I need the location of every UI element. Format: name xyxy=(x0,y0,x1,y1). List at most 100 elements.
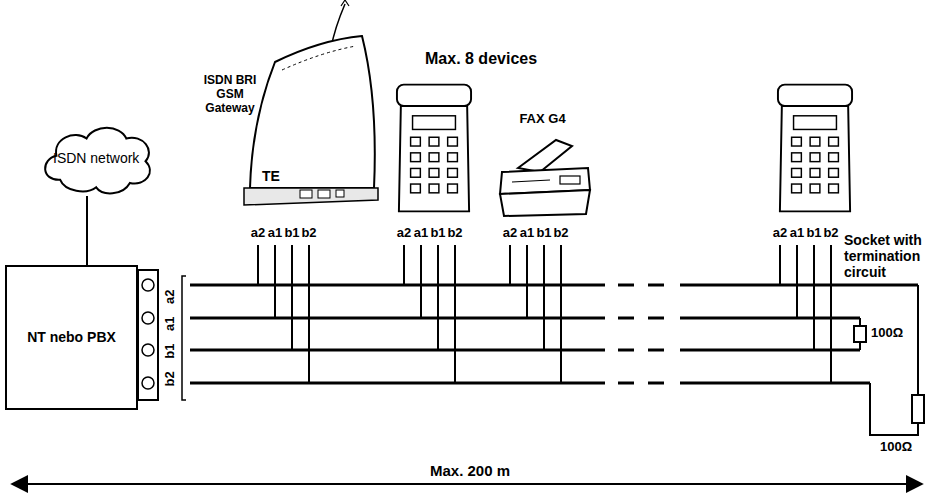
termination-circuit xyxy=(870,383,918,435)
device-wire xyxy=(454,245,456,383)
fax-machine: FAX G4 xyxy=(490,112,595,217)
gateway-drawing xyxy=(282,46,356,70)
pin-name: b2 xyxy=(447,226,462,241)
nt-pbx-box: NT nebo PBX xyxy=(5,265,138,410)
device-wire xyxy=(509,245,511,285)
s0-bus xyxy=(618,349,634,352)
device-wire xyxy=(779,245,781,285)
device-wire xyxy=(526,245,528,318)
fax-drawing xyxy=(560,176,580,184)
terminal-block xyxy=(142,344,154,356)
s0-bus xyxy=(190,317,605,320)
termination-circuit xyxy=(912,395,924,423)
length-dimension xyxy=(12,483,922,485)
device-wire xyxy=(291,245,293,350)
s0-bus xyxy=(190,349,605,352)
fax-drawing xyxy=(500,140,590,216)
device-wire xyxy=(274,245,276,318)
s0-bus xyxy=(618,317,634,320)
s0-bus xyxy=(648,317,664,320)
gateway-drawing xyxy=(341,0,349,6)
device-wire xyxy=(403,245,405,285)
device-wire xyxy=(420,245,422,318)
pin-name: a2 xyxy=(251,226,265,241)
s0-bus xyxy=(680,382,870,385)
node-title: NT nebo PBX xyxy=(27,329,116,345)
pin-name: a1 xyxy=(790,226,804,241)
gateway-drawing xyxy=(318,190,330,198)
device-wire xyxy=(796,245,798,318)
device-limit-note: Max. 8 devices xyxy=(425,50,537,68)
cloud-outline xyxy=(45,128,150,193)
terminal-pin-names: b2 b1 a1 a2 xyxy=(163,289,178,386)
device-wire xyxy=(258,245,831,383)
pin-name: b2 xyxy=(553,226,568,241)
s0-bus xyxy=(648,284,664,287)
pin-name: a2 xyxy=(397,226,411,241)
telephone-drawing xyxy=(397,85,471,212)
gateway-drawing xyxy=(336,190,344,197)
device-wire xyxy=(437,245,439,350)
pin-name: b2 xyxy=(823,226,838,241)
pin-name: a2 xyxy=(503,226,517,241)
pin-name: b2 xyxy=(301,226,316,241)
fax-drawing xyxy=(500,190,590,216)
pin-name: a1 xyxy=(414,226,428,241)
length-label: Max. 200 m xyxy=(430,462,510,479)
gateway-drawing xyxy=(244,0,378,205)
pin-name: b1 xyxy=(536,226,551,241)
gateway-drawing xyxy=(300,190,312,198)
device-wire xyxy=(830,245,832,383)
s0-bus xyxy=(680,317,860,320)
terminal-block xyxy=(142,377,154,389)
node-title: ISDN network xyxy=(53,150,139,166)
s0-bus xyxy=(680,349,860,352)
device-wire xyxy=(813,245,815,350)
termination-circuit xyxy=(859,318,861,326)
s0-bus xyxy=(618,284,634,287)
pin-name: a1 xyxy=(268,226,282,241)
node-title: ISDN BRI GSM Gateway xyxy=(193,74,267,115)
s0-bus xyxy=(648,382,664,385)
s0-bus xyxy=(618,382,634,385)
termination-circuit xyxy=(854,285,924,435)
gateway-drawing xyxy=(244,188,378,205)
telephone-drawing xyxy=(778,85,852,212)
device-wire xyxy=(257,245,259,285)
terminal-block xyxy=(138,270,186,400)
termination-note: Socket with termination circuit xyxy=(844,232,932,280)
pin-name: b1 xyxy=(284,226,299,241)
pin-name: a1 xyxy=(520,226,534,241)
network-cloud: ISDN network xyxy=(36,120,156,196)
gsm-gateway: ISDN BRI GSM GatewayTE xyxy=(190,30,380,210)
termination-circuit xyxy=(859,342,861,350)
s0-bus xyxy=(190,285,918,383)
s0-bus xyxy=(680,284,918,287)
terminal-block xyxy=(142,312,154,324)
pin-name: b1 xyxy=(806,226,821,241)
fax-drawing xyxy=(512,180,550,182)
pin-name: b1 xyxy=(430,226,445,241)
node-title: FAX G4 xyxy=(490,112,595,127)
pin-name: a2 xyxy=(773,226,787,241)
termination-circuit xyxy=(917,285,919,395)
node-text: TE xyxy=(262,168,280,184)
terminal-block xyxy=(138,270,158,400)
termination-circuit xyxy=(854,326,866,342)
s0-bus xyxy=(190,284,605,287)
terminal-block xyxy=(182,276,186,400)
gateway-drawing xyxy=(250,36,375,188)
device-wire xyxy=(308,245,310,383)
device-wire xyxy=(560,245,562,383)
network-link xyxy=(86,196,88,265)
s0-bus xyxy=(190,382,605,385)
resistor-value: 100Ω xyxy=(880,440,912,455)
device-wire xyxy=(543,245,545,350)
resistor-value: 100Ω xyxy=(871,326,903,341)
s0-bus xyxy=(648,349,664,352)
terminal-block xyxy=(142,279,154,291)
fax-drawing xyxy=(518,140,572,172)
